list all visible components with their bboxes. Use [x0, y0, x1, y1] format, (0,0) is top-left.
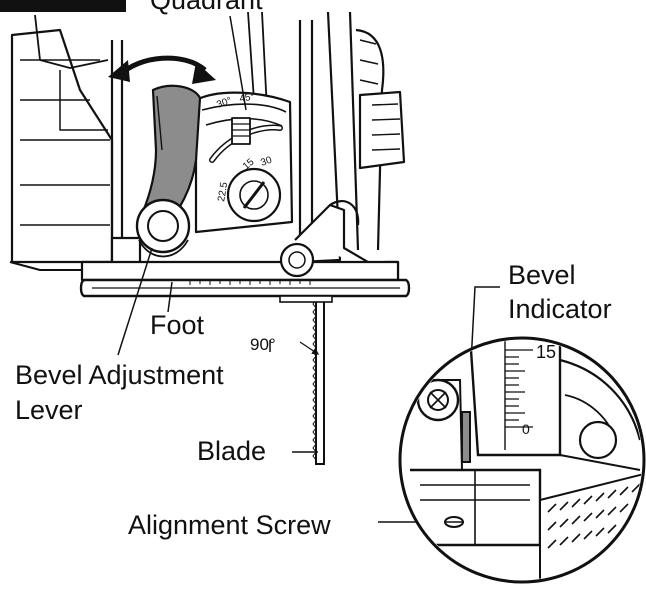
dial-mark-c: 22.5	[216, 181, 230, 203]
bevel-adjustment-label-line2: Lever	[15, 395, 83, 425]
jigsaw-body	[9, 11, 411, 298]
quadrant-label: Quadrant	[150, 0, 263, 15]
rotation-arrow	[108, 55, 216, 84]
leader-lines	[117, 15, 500, 523]
inset-mark-zero: 0	[522, 421, 530, 437]
foot-scale	[189, 280, 311, 285]
alignment-screw-label: Alignment Screw	[128, 510, 331, 540]
bevel-adjustment-label-line1: Bevel Adjustment	[15, 360, 224, 390]
dial-mark-b: 30	[259, 155, 274, 169]
bevel-indicator-label-line2: Indicator	[508, 294, 612, 324]
bevel-indicator-label-line1: Bevel	[508, 260, 576, 290]
inset-detail	[398, 336, 646, 584]
bevel-dial	[226, 167, 282, 223]
quadrant-mark-mid: 45°	[239, 91, 256, 104]
title-tab	[0, 0, 126, 12]
angle-label: 90°	[250, 335, 276, 354]
quadrant-mark-top: 30°	[215, 95, 233, 111]
foot-label: Foot	[150, 310, 205, 340]
blade-label: Blade	[197, 436, 267, 466]
blade	[279, 295, 333, 465]
angle-arrow	[299, 341, 320, 355]
inset-scale-ticks	[505, 349, 533, 428]
bevel-lever	[135, 84, 202, 258]
inset-mark-top: 15	[536, 342, 556, 362]
